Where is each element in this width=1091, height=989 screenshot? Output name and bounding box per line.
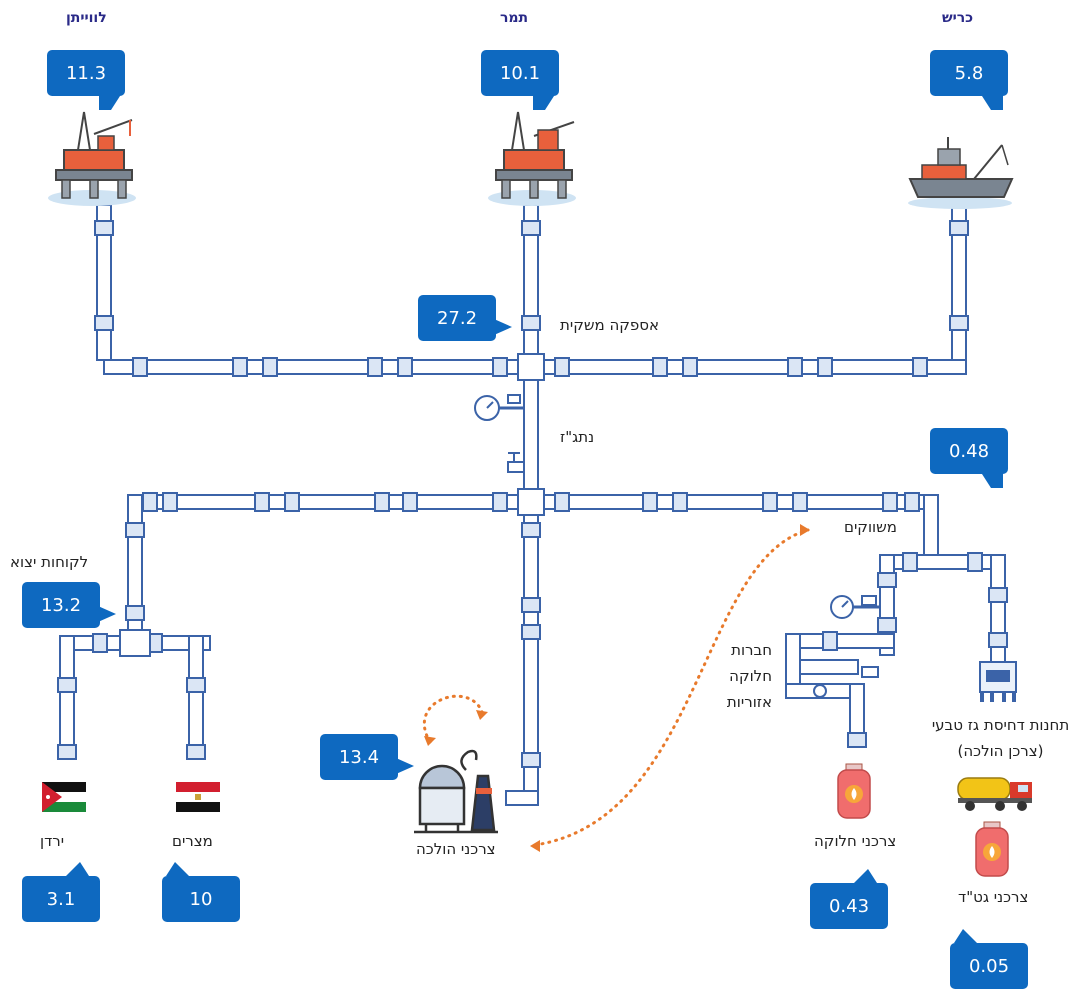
cross-fittings bbox=[119, 353, 545, 657]
marketers-pipe bbox=[923, 494, 939, 556]
leviathan-source-label: לווייתן bbox=[66, 10, 107, 26]
distribution-companies-label: חברות חלוקה אזוריות bbox=[712, 637, 772, 715]
distribution-companies-line1: חברות bbox=[731, 641, 772, 659]
main-pipeline-network bbox=[59, 204, 1006, 806]
power-loop-arrow bbox=[422, 694, 484, 744]
power-plant-icon bbox=[414, 749, 498, 834]
marketers-value-bubble: 0.48 bbox=[930, 428, 1008, 488]
distribution-companies-line3: אזוריות bbox=[726, 693, 772, 711]
marketers-split-pipe bbox=[879, 554, 1006, 570]
tamar-platform-icon bbox=[488, 111, 576, 206]
jordan-value-bubble: 3.1 bbox=[22, 862, 100, 922]
natag-label: נתג"ז bbox=[560, 428, 595, 446]
egypt-flag-icon bbox=[176, 782, 220, 812]
tamar-value-bubble: 10.1 bbox=[481, 50, 559, 110]
leviathan-value-bubble: 11.3 bbox=[47, 50, 125, 110]
egypt-value-bubble: 10 bbox=[162, 862, 240, 922]
cng-stations-label: תחנות דחיסת גז טבעי (צרכן הולכה) bbox=[918, 712, 1083, 764]
tanker-truck-icon bbox=[957, 777, 1032, 811]
lng-gas-cylinder-icon bbox=[975, 821, 1009, 877]
pressure-gauge-icon bbox=[474, 394, 524, 421]
central-trunk-pipe bbox=[523, 359, 539, 806]
lng-consumers-label: צרכני גט"ד bbox=[958, 888, 1029, 906]
cng-dispenser-icon bbox=[979, 661, 1017, 702]
jordan-label: ירדן bbox=[40, 832, 65, 850]
jordan-flag-icon bbox=[42, 782, 86, 812]
distribution-valve-icon bbox=[813, 666, 879, 698]
egypt-pipe bbox=[188, 635, 204, 757]
trunk-elbow bbox=[505, 790, 539, 806]
jordan-pipe bbox=[59, 635, 75, 757]
domestic-supply-value-bubble: 27.2 bbox=[418, 295, 512, 341]
karish-source-label: כריש bbox=[942, 10, 974, 26]
arrow-heads bbox=[424, 524, 810, 852]
marketers-label: משווקים bbox=[844, 518, 897, 536]
cng-stations-line1: תחנות דחיסת גז טבעי bbox=[931, 716, 1070, 734]
distribution-gauge-icon bbox=[830, 595, 880, 619]
marketers-to-consumers-arrow bbox=[533, 528, 810, 847]
power-consumers-label: צרכני הולכה bbox=[416, 840, 496, 858]
cng-pipe bbox=[990, 554, 1006, 666]
power-consumers-value-bubble: 13.4 bbox=[320, 734, 414, 780]
leviathan-platform-icon bbox=[48, 111, 136, 206]
egypt-label: מצרים bbox=[172, 832, 213, 850]
distribution-gas-cylinder-icon bbox=[837, 763, 871, 819]
distribution-pipe-a bbox=[797, 633, 895, 649]
distribution-pipe-b bbox=[797, 659, 859, 675]
export-value-bubble: 13.2 bbox=[22, 582, 116, 628]
distribution-companies-line2: חלוקה bbox=[729, 667, 772, 685]
valve-icon bbox=[507, 452, 525, 473]
lng-consumers-value-bubble: 0.05 bbox=[950, 929, 1028, 989]
cng-stations-line2: (צרכן הולכה) bbox=[957, 742, 1044, 760]
domestic-supply-label: אספקה משקית bbox=[560, 316, 660, 334]
flow-arrows bbox=[422, 528, 810, 847]
karish-value-bubble: 5.8 bbox=[930, 50, 1008, 110]
tamar-source-label: תמר bbox=[500, 10, 529, 26]
distribution-consumers-label: צרכני חלוקה bbox=[814, 832, 897, 850]
distribution-consumers-value-bubble: 0.43 bbox=[810, 869, 888, 929]
karish-vessel-icon bbox=[908, 137, 1014, 209]
export-customers-label: לקוחות יצוא bbox=[10, 553, 89, 571]
